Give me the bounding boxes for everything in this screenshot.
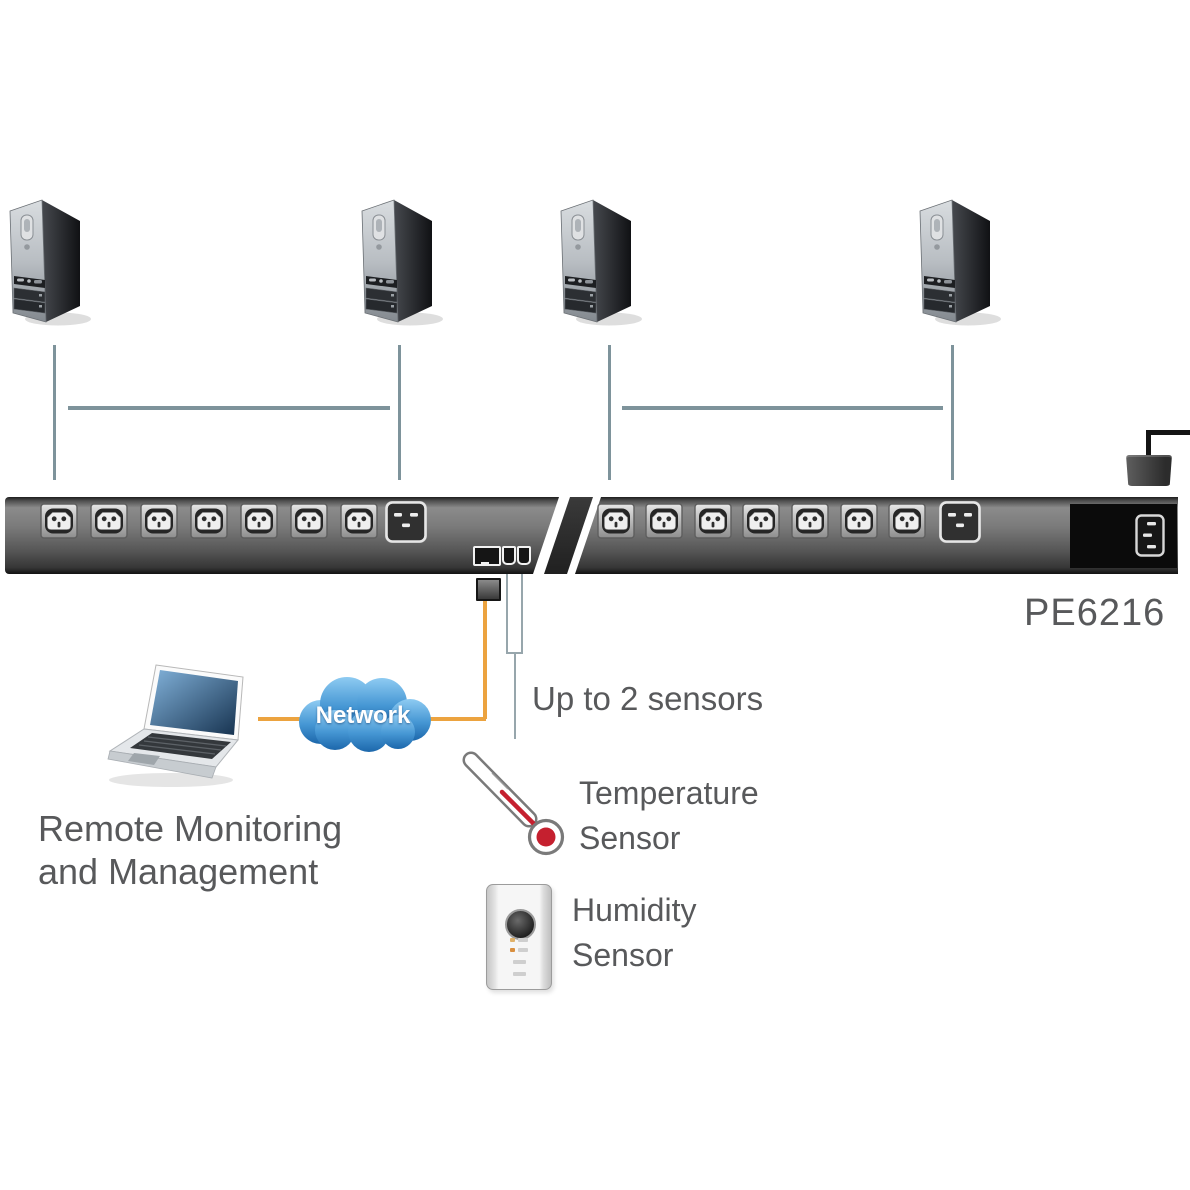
c13-outlet-icon	[888, 503, 926, 539]
connector-line	[398, 345, 401, 480]
c13-outlet-icon	[645, 503, 683, 539]
power-cord	[1146, 430, 1151, 458]
c19-outlet-icon	[938, 500, 982, 544]
connector-line	[951, 345, 954, 480]
power-cord	[1146, 430, 1190, 435]
c13-outlet-icon	[290, 503, 328, 539]
network-cloud-label: Network	[315, 702, 411, 729]
server-tower-icon	[551, 198, 646, 328]
connector-line	[608, 345, 611, 480]
power-plug-icon	[1126, 455, 1172, 486]
power-inlet-icon	[1135, 514, 1165, 557]
thermometer-icon	[462, 751, 565, 856]
temperature-sensor-label: Temperature	[579, 775, 759, 811]
c13-outlet-icon	[190, 503, 228, 539]
laptop-icon	[107, 664, 244, 787]
server-tower-icon	[0, 198, 95, 328]
server-tower-icon	[352, 198, 447, 328]
connector-line	[622, 406, 943, 410]
server-tower-icon	[910, 198, 1005, 328]
lan-port-icon	[473, 546, 501, 566]
pdu-model-label: PE6216	[1024, 592, 1166, 634]
c13-outlet-icon	[597, 503, 635, 539]
sensor-cable	[514, 652, 516, 739]
c13-outlet-icon	[90, 503, 128, 539]
temperature-sensor-label: Sensor	[579, 820, 681, 856]
c13-outlet-icon	[140, 503, 178, 539]
connector-line	[68, 406, 390, 410]
sensor-port-icon	[502, 546, 516, 565]
connector-line	[53, 345, 56, 480]
c13-outlet-icon	[742, 503, 780, 539]
c19-outlet-icon	[384, 500, 428, 544]
c13-outlet-icon	[791, 503, 829, 539]
humidity-sensor-lens	[505, 909, 536, 940]
remote-management-label: and Management	[38, 851, 319, 892]
sensor-cable	[521, 574, 523, 654]
network-cable	[483, 596, 487, 719]
network-cable-plug-icon	[476, 578, 501, 601]
humidity-sensor-label: Humidity	[572, 892, 697, 928]
sensor-port-icon	[517, 546, 531, 565]
remote-management-label: Remote Monitoring	[38, 808, 343, 849]
sensors-note-label: Up to 2 sensors	[532, 680, 764, 717]
c13-outlet-icon	[340, 503, 378, 539]
c13-outlet-icon	[840, 503, 878, 539]
network-cloud-icon	[299, 677, 431, 752]
c13-outlet-icon	[240, 503, 278, 539]
c13-outlet-icon	[694, 503, 732, 539]
humidity-sensor-label: Sensor	[572, 937, 674, 973]
c13-outlet-icon	[40, 503, 78, 539]
humidity-sensor-icon	[486, 884, 552, 990]
sensor-cable	[506, 574, 508, 654]
